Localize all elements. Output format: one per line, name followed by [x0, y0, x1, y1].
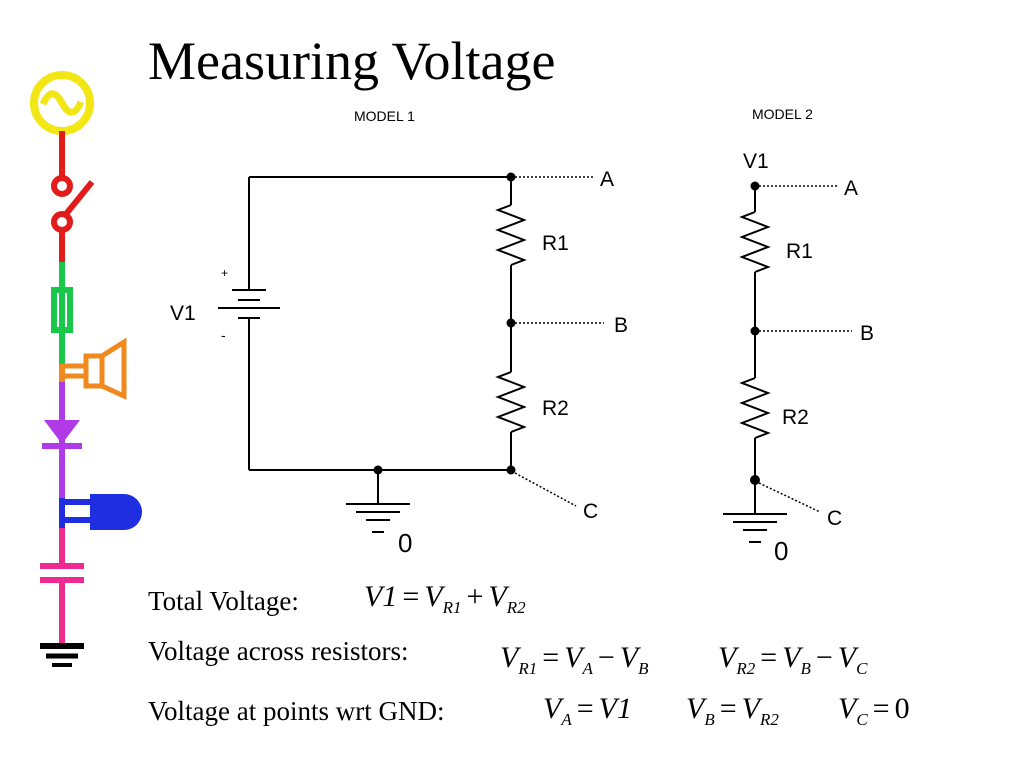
va-equation: VA=V1 [543, 692, 632, 729]
ac-source-icon [30, 71, 94, 135]
capacitor-icon [40, 528, 84, 646]
model2-label: MODEL 2 [752, 106, 813, 122]
node-c-dot [506, 465, 516, 475]
model1-node-a-label: A [600, 168, 614, 191]
model1-label: MODEL 1 [354, 108, 415, 124]
model2-resistor-r2-symbol [739, 377, 771, 439]
model2-node-b-label: B [860, 322, 874, 345]
vr2-equation: VR2=VB−VC [718, 641, 868, 678]
model2-resistor-r1-symbol [739, 211, 771, 273]
total-voltage-label: Total Voltage: [148, 586, 299, 616]
switch-icon [51, 131, 95, 262]
model1-circuit: MODEL 1 + - V1 R1 R2 A B C [170, 108, 628, 558]
model1-node-c-label: C [583, 500, 598, 523]
ground-icon [40, 643, 84, 667]
battery-plus-label: + [221, 266, 228, 280]
fuse-icon [51, 262, 73, 364]
resistor-r2-symbol [495, 371, 527, 433]
model2-node-c-dot [750, 475, 760, 485]
battery-minus-label: - [221, 327, 226, 343]
sidebar-component-strip [30, 71, 142, 667]
node-b-dot [506, 318, 516, 328]
model2-source-label: V1 [743, 150, 769, 173]
battery-symbol [218, 289, 280, 319]
vb-equation: VB=VR2 [686, 692, 779, 729]
model1-ground-symbol [346, 470, 410, 533]
model2-r2-label: R2 [782, 406, 809, 429]
model2-r1-label: R1 [786, 240, 813, 263]
voltage-at-points-label: Voltage at points wrt GND: [148, 696, 445, 726]
model1-r2-label: R2 [542, 397, 569, 420]
voltage-across-resistors-label: Voltage across resistors: [148, 636, 409, 666]
model2-node-b-dot [750, 326, 760, 336]
model2-node-c-label: C [827, 507, 842, 530]
model2-circuit: MODEL 2 V1 R1 R2 A B C 0 [723, 106, 874, 566]
model2-ground-symbol [723, 513, 787, 543]
model1-ground-label: 0 [398, 528, 412, 558]
model1-r1-label: R1 [542, 232, 569, 255]
model2-node-a-label: A [844, 177, 858, 200]
vc-equation: VC=0 [838, 692, 910, 729]
total-voltage-equation: V1=VR1+VR2 [364, 580, 526, 617]
model2-ground-label: 0 [774, 536, 788, 566]
vr1-equation: VR1=VA−VB [500, 641, 649, 678]
diode-icon [42, 382, 82, 498]
model2-node-a-dot [750, 181, 760, 191]
model1-source-label: V1 [170, 302, 196, 325]
model1-node-b-label: B [614, 314, 628, 337]
node-a-dot [506, 172, 516, 182]
resistor-r1-symbol [495, 204, 527, 266]
slide-title: Measuring Voltage [148, 31, 556, 91]
led-icon [59, 494, 142, 530]
speaker-icon [59, 337, 127, 400]
